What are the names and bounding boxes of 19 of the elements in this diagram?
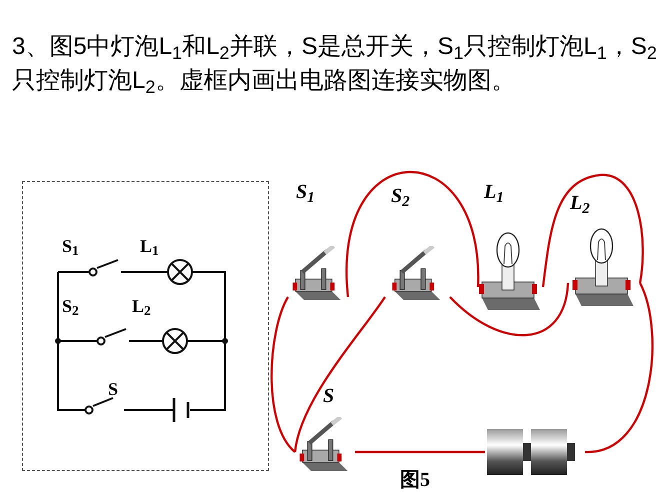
symbol-label: L$_{2}$: [132, 297, 151, 315]
component-label: L$_{1}$: [484, 182, 504, 202]
symbol-label: L$_{1}$: [140, 237, 159, 255]
component-label: S$_{2}$: [391, 186, 410, 206]
wire: [449, 282, 570, 336]
component-label: L$_{2}$: [570, 193, 590, 213]
component-label: S: [323, 386, 334, 406]
wire: [294, 296, 386, 452]
wire: [542, 174, 644, 288]
component-label: S$_{1}$: [296, 182, 315, 202]
wire: [584, 282, 654, 454]
wire: [270, 296, 296, 453]
question-text: 3、图5中灯泡L$_{1}$和L$_{2}$并联，S是总开关，S$_{1}$只控制灯泡L$_{1}$，S$_{2}$只控制灯泡L$_{2}$。虚框内画出电路图连接实物图。: [12, 32, 657, 98]
symbol-label: S: [108, 380, 118, 398]
wire: [346, 171, 480, 298]
figure-caption: 图5: [400, 470, 430, 490]
symbol-label: S$_{2}$: [62, 297, 79, 315]
symbol-label: S$_{1}$: [62, 237, 79, 255]
wire: [355, 450, 485, 454]
